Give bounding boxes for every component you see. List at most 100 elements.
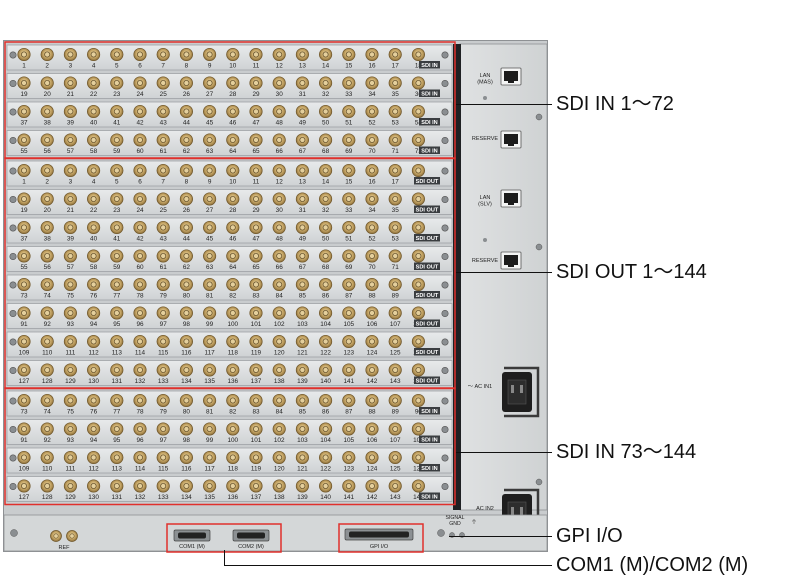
screw-icon <box>535 243 543 251</box>
connector-number: 73 <box>20 409 28 416</box>
bnc-pin-icon <box>136 252 143 259</box>
bnc-pin-icon <box>392 167 399 174</box>
card-tag-plate <box>414 291 440 299</box>
bnc-pin-icon <box>67 454 74 461</box>
connector-number: 116 <box>181 466 192 473</box>
bnc-pin-icon <box>160 224 167 231</box>
connector-number: 67 <box>299 264 307 271</box>
bnc-pin-icon <box>183 224 190 231</box>
connector-number: 103 <box>297 437 308 444</box>
connector-number: 91 <box>20 321 28 328</box>
bnc-pin-icon <box>136 51 143 58</box>
connector-number: 100 <box>227 321 238 328</box>
bnc-pin-icon <box>322 80 329 87</box>
connector-number: 121 <box>297 466 308 473</box>
bnc-pin-icon <box>415 482 422 489</box>
connector-number: 117 <box>205 466 216 473</box>
bnc-pin-icon <box>299 454 306 461</box>
bnc-pin-icon <box>345 454 352 461</box>
io-card: 737475767778798081828384858687888990SDI … <box>6 274 453 301</box>
connector-number: 72 <box>415 148 423 155</box>
callout-sdi-in-1-72: SDI IN 1～72 <box>556 93 674 115</box>
bnc-pin-icon <box>136 281 143 288</box>
connector-number: 96 <box>136 437 144 444</box>
connector-number: 74 <box>44 293 52 300</box>
connector-number: 80 <box>183 409 191 416</box>
connector-number: 26 <box>183 91 191 98</box>
connector-number: 32 <box>322 91 330 98</box>
bnc-pin-icon <box>160 309 167 316</box>
bnc-pin-icon <box>136 167 143 174</box>
bnc-pin-icon <box>183 51 190 58</box>
bottom-panel <box>3 514 548 552</box>
callout-line-com <box>224 565 552 566</box>
bnc-pin-icon <box>368 309 375 316</box>
connector-number: 54 <box>415 120 423 127</box>
connector-number: 98 <box>183 437 191 444</box>
bnc-pin-icon <box>183 309 190 316</box>
callout-sdi-in-73-144: SDI IN 73～144 <box>556 441 697 463</box>
bnc-pin-icon <box>183 80 190 87</box>
bnc-pin-icon <box>20 397 27 404</box>
bnc-pin-icon <box>322 454 329 461</box>
bnc-pin-icon <box>183 167 190 174</box>
bnc-pin-icon <box>160 108 167 115</box>
bnc-pin-icon <box>392 454 399 461</box>
dsub-socket-icon <box>349 531 409 538</box>
connector-number: 110 <box>42 350 53 357</box>
callout-line-sdi-in-73-144 <box>456 452 552 453</box>
connector-number: 36 <box>415 91 423 98</box>
bnc-pin-icon <box>229 309 236 316</box>
connector-number: 101 <box>251 321 262 328</box>
connector-number: 113 <box>112 466 123 473</box>
connector-number: 75 <box>67 409 75 416</box>
connector-number: 140 <box>320 378 331 385</box>
screw-icon <box>535 478 543 486</box>
connector-number: 89 <box>392 293 400 300</box>
connector-number: 124 <box>367 466 378 473</box>
connector-number: 30 <box>276 207 284 214</box>
bnc-pin-icon <box>20 338 27 345</box>
bnc-pin-icon <box>299 425 306 432</box>
bnc-pin-icon <box>136 454 143 461</box>
bnc-pin-icon <box>136 224 143 231</box>
connector-number: 66 <box>276 264 284 271</box>
bnc-pin-icon <box>345 195 352 202</box>
bnc-pin-icon <box>252 80 259 87</box>
bnc-pin-icon <box>206 167 213 174</box>
connector-number: 7 <box>161 179 165 186</box>
connector-number: 120 <box>274 350 285 357</box>
bnc-pin-icon <box>20 425 27 432</box>
bnc-pin-icon <box>206 80 213 87</box>
bnc-pin-icon <box>206 51 213 58</box>
connector-number: 31 <box>299 91 307 98</box>
connector-number: 59 <box>113 264 121 271</box>
label-com2: COM2 (M) <box>238 544 264 550</box>
bnc-pin-icon <box>69 533 75 539</box>
connector-number: 76 <box>90 293 98 300</box>
screw-icon <box>441 397 449 405</box>
connector-number: 50 <box>322 120 330 127</box>
bnc-pin-icon <box>113 51 120 58</box>
bnc-pin-icon <box>229 252 236 259</box>
screw-icon <box>9 482 17 490</box>
screw-icon <box>441 338 449 346</box>
connector-number: 71 <box>392 148 400 155</box>
bnc-pin-icon <box>252 195 259 202</box>
card-tag-label: SDI OUT <box>416 379 439 385</box>
connector-number: 102 <box>274 437 285 444</box>
connector-number: 33 <box>345 91 353 98</box>
bnc-pin-icon <box>90 136 97 143</box>
ac-pin-icon <box>511 385 514 393</box>
connector-number: 57 <box>67 148 75 155</box>
rj45-tab-icon <box>508 80 514 83</box>
connector-number: 63 <box>206 264 214 271</box>
bnc-pin-icon <box>229 108 236 115</box>
connector-number: 64 <box>229 148 237 155</box>
connector-number: 94 <box>90 321 98 328</box>
connector-number: 91 <box>20 437 28 444</box>
bnc-pin-icon <box>392 195 399 202</box>
bnc-pin-icon <box>415 80 422 87</box>
led-icon <box>483 238 487 242</box>
